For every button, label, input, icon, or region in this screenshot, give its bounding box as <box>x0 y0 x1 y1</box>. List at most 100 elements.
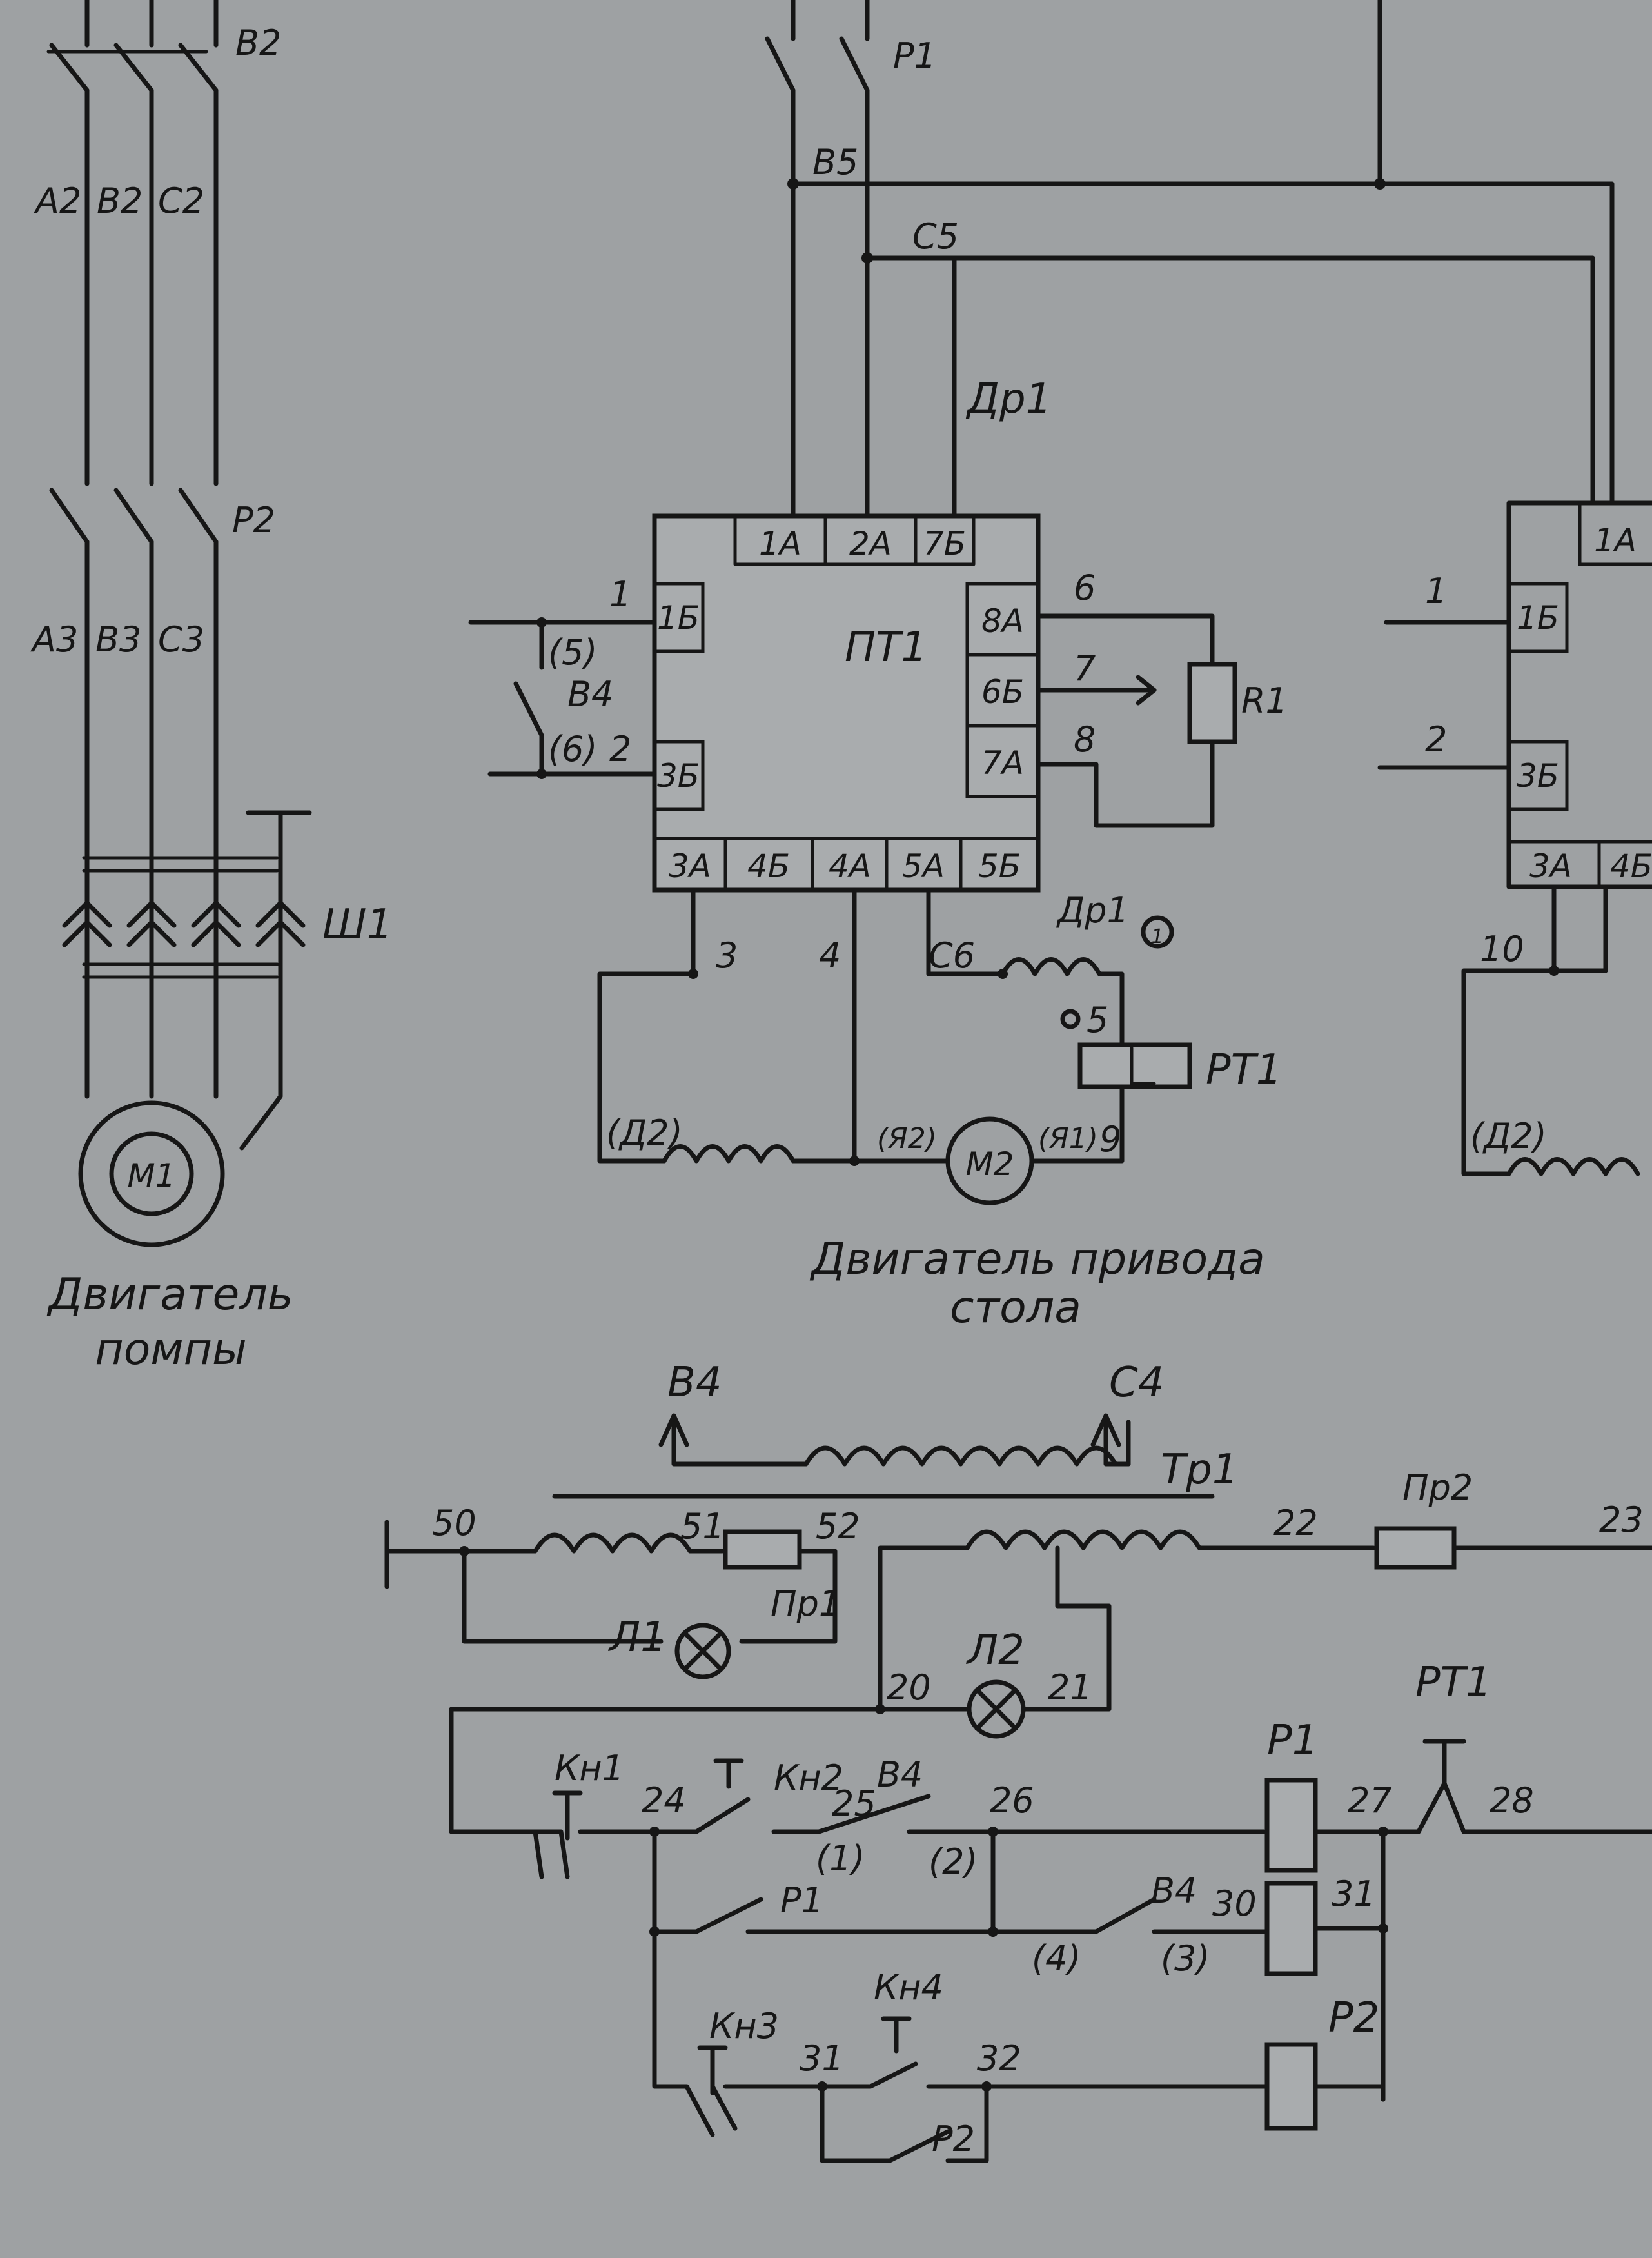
button-kn3-label: Кн3 <box>709 2006 779 2046</box>
wire-3-label: 3 <box>716 935 738 976</box>
node-23-label: 23 <box>1599 1500 1644 1540</box>
mark-5-label: 5 <box>1087 1000 1108 1040</box>
transformer-tr1-label: Тр1 <box>1161 1446 1238 1494</box>
thermal-pt1-label: РТ1 <box>1415 1659 1491 1707</box>
right-pin-1b: 1Б <box>1517 599 1559 637</box>
input-wire-1-label: 1 <box>609 574 631 615</box>
choke-dr1-label: Др1 <box>965 375 1052 423</box>
pt1-pin-3a: 3А <box>669 847 711 885</box>
output-b4-label: В4 <box>667 1359 722 1407</box>
wire-6-label: 6 <box>1074 568 1096 608</box>
net-c6-label: С6 <box>929 935 975 976</box>
table-drive-caption-line1: Двигатель привода <box>809 1234 1265 1285</box>
wire-c3-label: С3 <box>158 619 204 660</box>
node-31b-label: 31 <box>1332 1874 1376 1914</box>
node-31-label: 31 <box>800 2038 844 2079</box>
node-30-label: 30 <box>1212 1883 1257 1924</box>
pump-caption-line2: помпы <box>95 1324 247 1375</box>
button-kn4-label: Кн4 <box>874 1967 943 2008</box>
relay-pt1-label: РТ1 <box>1206 1046 1282 1094</box>
wire-b3-label: В3 <box>95 619 141 660</box>
input-wire-2-label: 2 <box>609 729 631 769</box>
right-unit-partial: 1А 1Б 3Б 3А 4Б 1 2 10 (Д2) <box>1377 500 1652 1176</box>
table-drive-circuit: 1А 2А 7Б 1Б 3Б 8А 6Б 7А 3А 4Б 4А 5А 5Б П… <box>468 0 1615 1333</box>
contact-p1-label: Р1 <box>780 1880 823 1921</box>
right-wire-2-label: 2 <box>1425 719 1447 760</box>
switch-b4-control-label: В4 <box>877 1754 923 1795</box>
ref-3-label: (3) <box>1161 1938 1210 1979</box>
ref-1-label: (1) <box>816 1838 865 1879</box>
wire-c2-label: С2 <box>158 181 204 221</box>
resistor-r1-label: R1 <box>1241 680 1288 721</box>
contactor-p2-label: Р2 <box>232 500 275 540</box>
pt1-pin-8a: 8А <box>981 602 1024 640</box>
control-circuit: В4 С4 Тр1 50 51 52 Пр1 Л1 22 Пр2 23 Л2 2… <box>384 1359 1652 2163</box>
node-32-label: 32 <box>977 2038 1021 2079</box>
right-field-d2-label: (Д2) <box>1470 1116 1547 1156</box>
node-26-label: 26 <box>990 1780 1034 1821</box>
fuse-pr2-label: Пр2 <box>1402 1467 1473 1508</box>
coil-p2-label: Р2 <box>1328 1994 1379 2042</box>
pt1-unit-label: ПТ1 <box>845 624 927 671</box>
switch-b4-label: В4 <box>567 674 613 715</box>
wire-a2-label: А2 <box>34 181 81 221</box>
right-pin-3b: 3Б <box>1517 757 1559 795</box>
ref-4-label: (4) <box>1032 1938 1081 1979</box>
right-pin-1a: 1А <box>1594 522 1637 559</box>
right-wire-1-label: 1 <box>1425 571 1447 611</box>
contact-p2-label: Р2 <box>932 2119 975 2159</box>
output-c4-label: С4 <box>1109 1359 1164 1407</box>
node-21-label: 21 <box>1048 1667 1092 1708</box>
plug-sh1-label: Ш1 <box>322 901 393 949</box>
wire-7-label: 7 <box>1074 648 1096 689</box>
pt1-pin-7a: 7А <box>981 744 1024 782</box>
net-b5-label: В5 <box>812 142 858 183</box>
wire-9-label: 9 <box>1099 1119 1121 1160</box>
pt1-pin-1b: 1Б <box>657 599 700 637</box>
choke-dr1-bottom-label: Др1 <box>1056 890 1129 931</box>
wire-4-label: 4 <box>819 935 841 976</box>
node-52-label: 52 <box>816 1506 860 1547</box>
node-25-label: 25 <box>832 1783 876 1824</box>
coil-p1-label: Р1 <box>1267 1717 1318 1765</box>
pump-caption-line1: Двигатель <box>46 1269 293 1320</box>
button-kn1-label: Кн1 <box>555 1748 624 1788</box>
field-d2-label: (Д2) <box>606 1113 683 1153</box>
wire-8-label: 8 <box>1074 719 1096 760</box>
button-kn2-label: Кн2 <box>774 1758 843 1798</box>
ref-2-label: (2) <box>929 1841 978 1882</box>
input-ref-5-label: (5) <box>548 632 598 673</box>
pt1-pin-5a: 5А <box>902 847 945 885</box>
pt1-pin-5b: 5Б <box>978 847 1021 885</box>
pt1-pin-2a: 2А <box>849 525 892 562</box>
motor-m1-label: М1 <box>128 1157 176 1194</box>
lamp-l2-label: Л2 <box>966 1627 1025 1674</box>
right-pin-4b: 4Б <box>1610 847 1652 885</box>
pt1-pin-7b: 7Б <box>923 525 966 562</box>
lamp-l1-label: Л1 <box>608 1614 667 1661</box>
node-22-label: 22 <box>1273 1503 1318 1543</box>
right-pin-3a: 3А <box>1529 847 1572 885</box>
pt1-pin-4b: 4Б <box>747 847 790 885</box>
node-24-label: 24 <box>642 1780 686 1821</box>
node-20-label: 20 <box>887 1667 931 1708</box>
motor-m2-label: М2 <box>966 1145 1014 1183</box>
input-ref-6-label: (6) <box>548 729 598 769</box>
mark-1-label: 1 <box>1151 926 1163 948</box>
net-c5-label: С5 <box>912 216 959 257</box>
table-drive-caption-line2: стола <box>950 1282 1081 1333</box>
pt1-pin-4a: 4А <box>829 847 871 885</box>
node-27-label: 27 <box>1348 1780 1392 1821</box>
contactor-p1-label: Р1 <box>893 35 936 76</box>
armature-ya2-label: (Я2) <box>877 1122 937 1155</box>
pt1-pin-3b: 3Б <box>657 757 700 795</box>
node-50-label: 50 <box>432 1503 477 1543</box>
node-28-label: 28 <box>1490 1780 1534 1821</box>
switch-b4-rung2-label: В4 <box>1151 1870 1197 1911</box>
pt1-pin-6b: 6Б <box>981 673 1024 711</box>
armature-ya1-label: (Я1) <box>1038 1122 1098 1155</box>
wire-a3-label: А3 <box>30 619 78 660</box>
node-51-label: 51 <box>680 1506 725 1547</box>
